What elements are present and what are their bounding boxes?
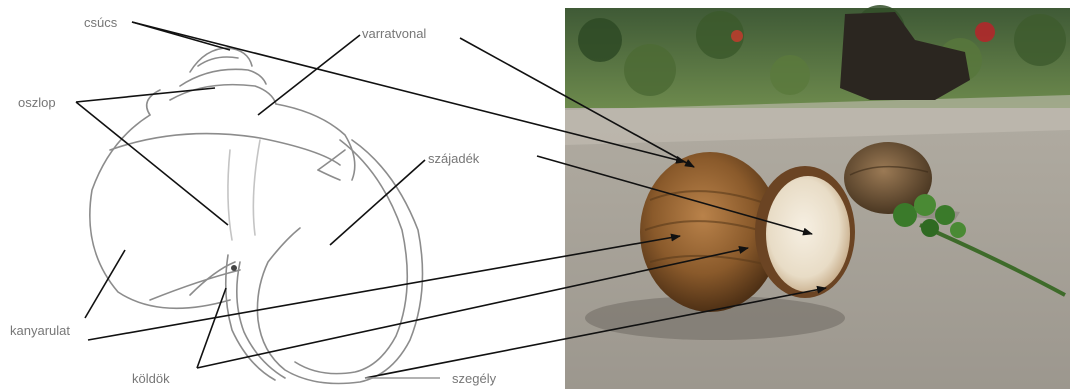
columella-pointer-2 [76, 102, 228, 225]
label-umbilicus: köldök [132, 371, 170, 386]
label-apex: csúcs [84, 15, 118, 30]
umbilicus-dot [231, 265, 237, 271]
suture-pointer [258, 35, 360, 115]
columella-pointer-1 [76, 88, 215, 102]
aperture-pointer [330, 160, 425, 245]
snail-photo [565, 5, 1070, 389]
label-aperture: szájadék [428, 151, 480, 166]
shell-line-drawing [90, 48, 423, 384]
label-suture: varratvonal [362, 26, 426, 41]
label-whorl: kanyarulat [10, 323, 70, 338]
label-columella: oszlop [18, 95, 56, 110]
whorl-pointer [85, 250, 125, 318]
umbilicus-pointer [197, 288, 226, 368]
label-lip: szegély [452, 371, 497, 386]
apex-pointer [132, 22, 230, 50]
